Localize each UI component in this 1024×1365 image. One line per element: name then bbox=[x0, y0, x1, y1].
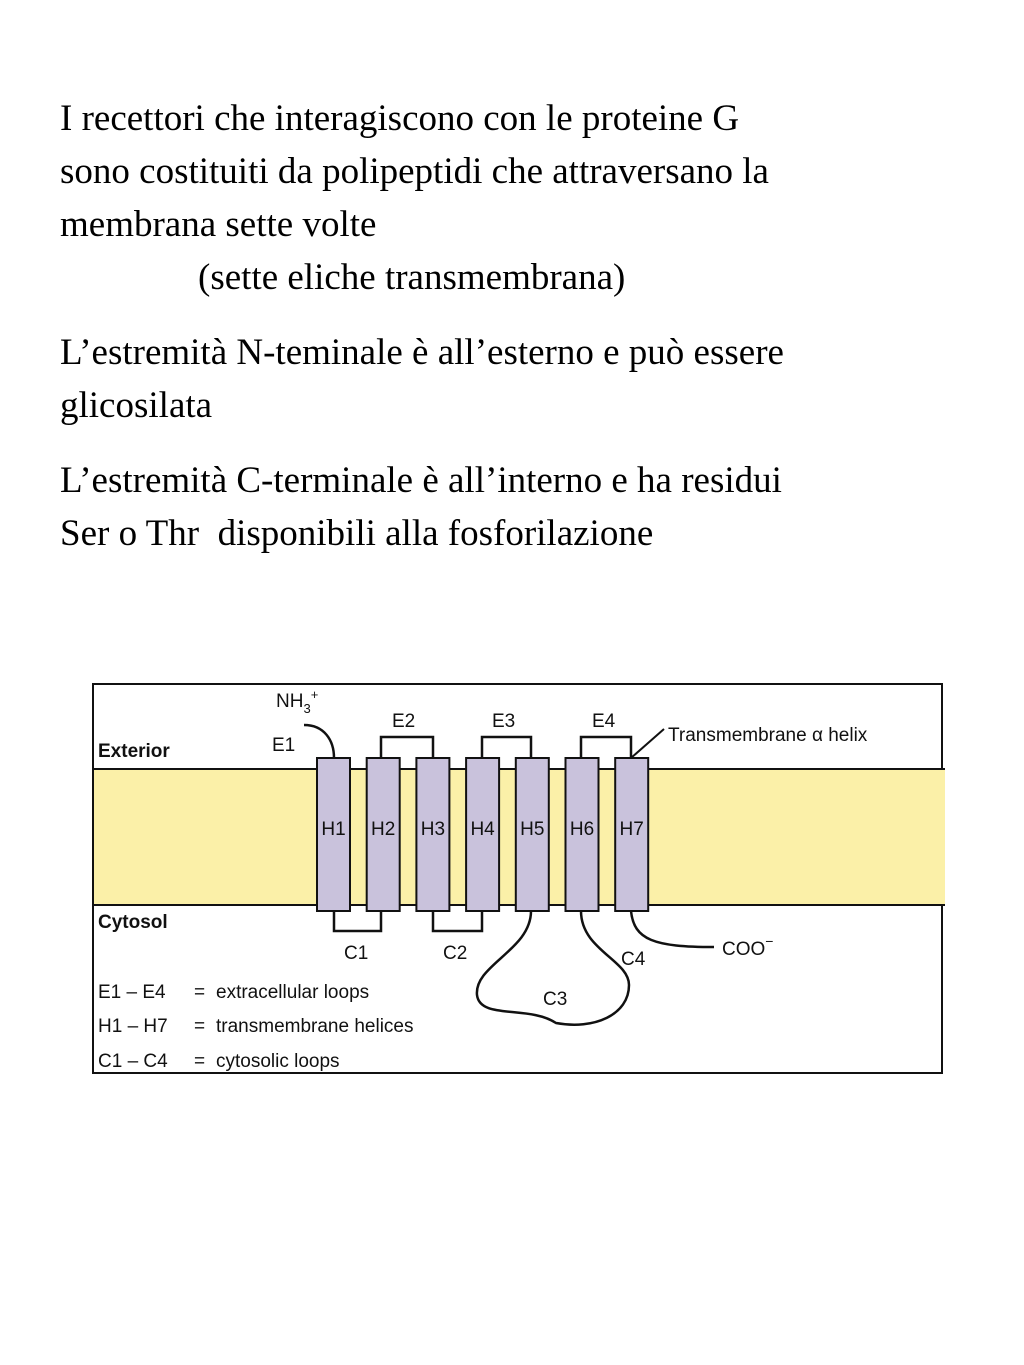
legend-key: C1 – C4 bbox=[98, 1051, 168, 1072]
helix-h2 bbox=[365, 757, 401, 912]
legend-desc: extracellular loops bbox=[216, 982, 369, 1003]
helix-label-h7: H7 bbox=[620, 819, 644, 840]
helix-label-h5: H5 bbox=[520, 819, 544, 840]
helix-h7 bbox=[614, 757, 650, 912]
legend-desc: cytosolic loops bbox=[216, 1051, 340, 1072]
loop-c3 bbox=[475, 910, 631, 1026]
text-line: L’estremità C-terminale è all’interno e … bbox=[60, 460, 782, 501]
text-line: sono costituiti da polipeptidi che attra… bbox=[60, 151, 769, 192]
loop-e3 bbox=[480, 735, 533, 758]
helix-h5 bbox=[514, 757, 550, 912]
helix-h6 bbox=[564, 757, 600, 912]
helix-label-h3: H3 bbox=[421, 819, 445, 840]
gpcr-diagram-svg: Exterior Cytosol NH3+ H1 H2 H3 H4 H5 H6 H7 E1 … bbox=[94, 687, 945, 1072]
c-terminus-label: COO− bbox=[722, 933, 773, 960]
legend-key: E1 – E4 bbox=[98, 982, 166, 1003]
loop-label-c3: C3 bbox=[543, 989, 567, 1010]
helix-h4 bbox=[465, 757, 501, 912]
loop-label-e2: E2 bbox=[392, 711, 415, 732]
paragraph-receptors: I recettori che interagiscono con le pro… bbox=[60, 92, 990, 304]
helix-h3 bbox=[415, 757, 451, 912]
legend: E1 – E4 = extracellular loops H1 – H7 = … bbox=[98, 982, 413, 1072]
paragraph-n-terminal: L’estremità N-teminale è all’esterno e p… bbox=[60, 326, 990, 432]
legend-desc: transmembrane helices bbox=[216, 1016, 413, 1037]
n-terminus-label: NH3+ bbox=[276, 687, 318, 716]
helix-label-h4: H4 bbox=[470, 819, 495, 840]
loop-label-e3: E3 bbox=[492, 711, 515, 732]
text-line-indented: (sette eliche transmembrana) bbox=[198, 257, 626, 298]
loop-e2 bbox=[379, 735, 435, 758]
loop-e4 bbox=[579, 735, 633, 758]
helix-callout-line bbox=[630, 728, 665, 759]
transmembrane-helix-label: Transmembrane α helix bbox=[668, 725, 868, 746]
slide-text: I recettori che interagiscono con le pro… bbox=[60, 92, 990, 560]
c-terminus-chain bbox=[629, 910, 715, 949]
cytosol-label: Cytosol bbox=[98, 912, 168, 933]
legend-equals: = bbox=[194, 982, 205, 1003]
legend-equals: = bbox=[194, 1051, 205, 1072]
helices-group: H1 H2 H3 H4 H5 H6 H7 bbox=[316, 757, 650, 912]
helix-h1 bbox=[316, 757, 351, 912]
helix-label-h1: H1 bbox=[321, 819, 345, 840]
loop-label-c1: C1 bbox=[344, 943, 368, 964]
helix-label-h6: H6 bbox=[570, 819, 594, 840]
paragraph-c-terminal: L’estremità C-terminale è all’interno e … bbox=[60, 454, 990, 560]
helix-label-h2: H2 bbox=[371, 819, 395, 840]
loop-label-e1: E1 bbox=[272, 735, 295, 756]
n-terminus-chain bbox=[303, 723, 336, 759]
text-line: L’estremità N-teminale è all’esterno e p… bbox=[60, 332, 784, 373]
legend-equals: = bbox=[194, 1016, 205, 1037]
loop-c1 bbox=[332, 911, 383, 933]
loop-label-c4: C4 bbox=[621, 949, 646, 970]
text-line: I recettori che interagiscono con le pro… bbox=[60, 98, 740, 139]
text-line: glicosilata bbox=[60, 385, 213, 426]
exterior-label: Exterior bbox=[98, 741, 170, 762]
gpcr-diagram: Exterior Cytosol NH3+ H1 H2 H3 H4 H5 H6 H7 E1 … bbox=[92, 683, 945, 1074]
loop-c2 bbox=[431, 911, 484, 933]
text-line: Ser o Thr disponibili alla fosforilazion… bbox=[60, 513, 654, 554]
loop-label-e4: E4 bbox=[592, 711, 616, 732]
loop-label-c2: C2 bbox=[443, 943, 467, 964]
text-line: membrana sette volte bbox=[60, 204, 377, 245]
legend-key: H1 – H7 bbox=[98, 1016, 168, 1037]
